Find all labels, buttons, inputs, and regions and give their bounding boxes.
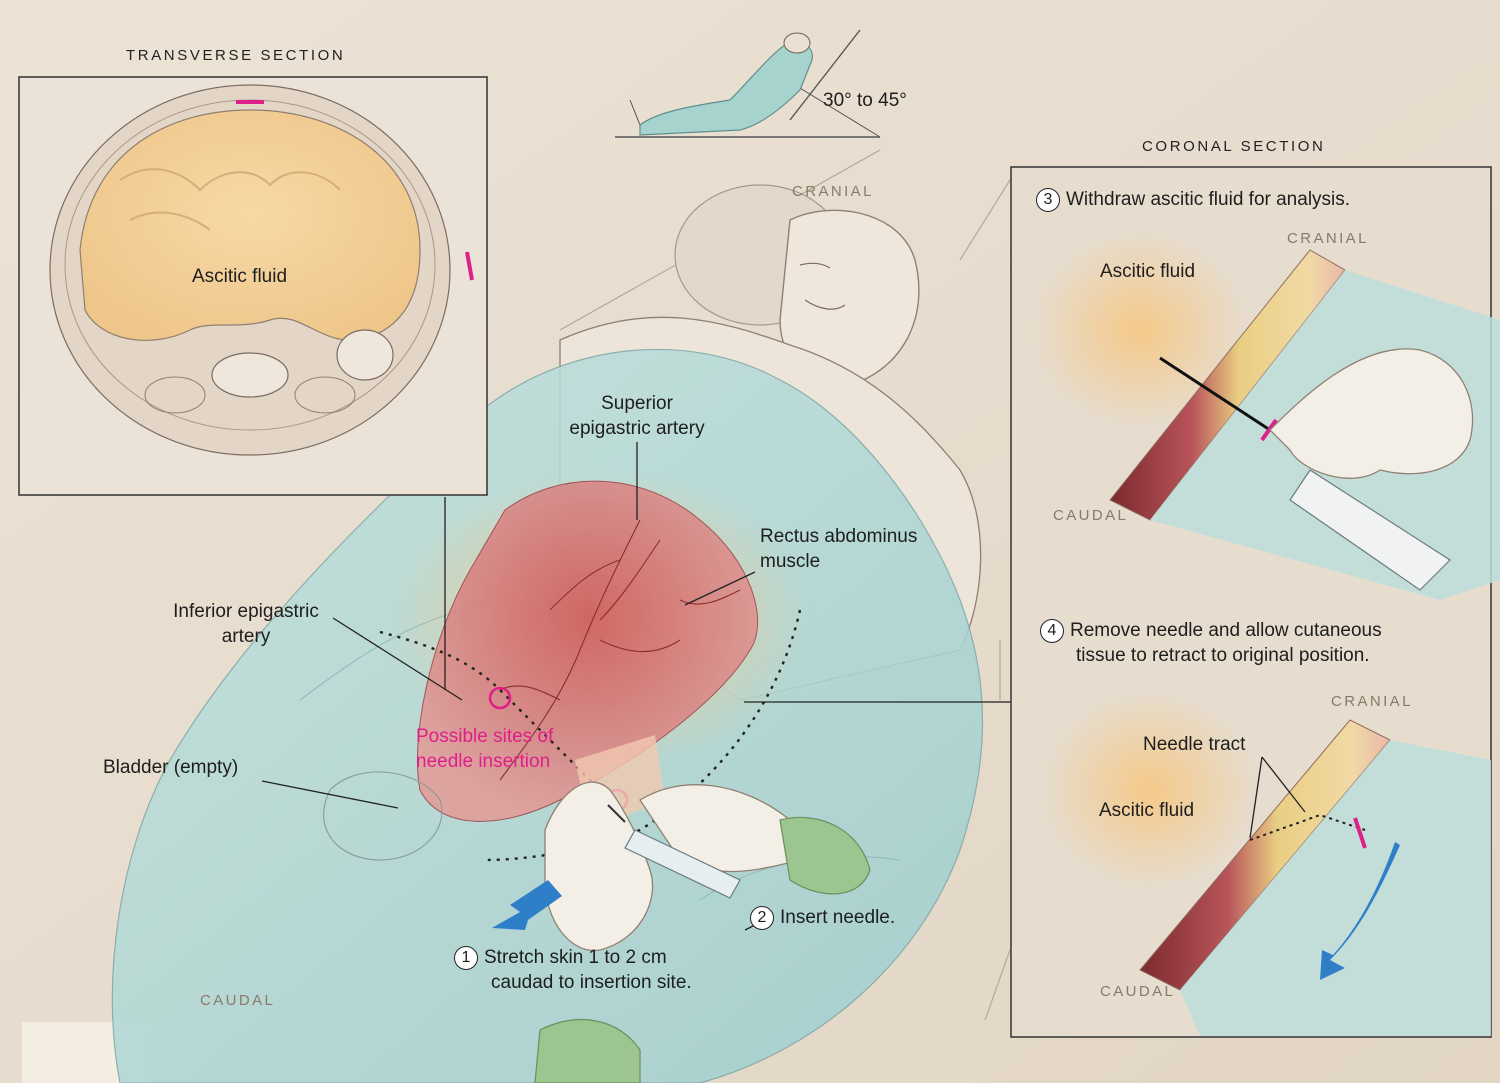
main-leader-lines	[261, 442, 1012, 931]
coronal-section-panel	[1010, 166, 1500, 1038]
rectus-line2: muscle	[760, 551, 821, 572]
coronal-ascitic-bottom: Ascitic fluid	[1099, 800, 1195, 821]
step-3-text: Withdraw ascitic fluid for analysis.	[1066, 189, 1351, 210]
superior-line1: Superior	[601, 393, 673, 414]
main-caudal-label: CAUDAL	[200, 992, 276, 1009]
epigastric-vessels	[499, 519, 741, 781]
coronal-caudal-top: CAUDAL	[1053, 507, 1129, 524]
left-sleeve	[534, 1019, 641, 1083]
stretch-skin-arrow	[492, 880, 562, 930]
superior-line2: epigastric artery	[569, 418, 705, 439]
step-1-number: 1	[454, 945, 478, 970]
inferior-line2: artery	[221, 626, 271, 647]
step-4-line2: tissue to retract to original position.	[1076, 645, 1370, 666]
position-angle-label: 30° to 45°	[823, 90, 907, 111]
coronal-ascitic-top: Ascitic fluid	[1100, 261, 1196, 282]
step-1: 1 Stretch skin 1 to 2 cm caudad to insert…	[454, 945, 692, 995]
coronal-section-title: CORONAL SECTION	[1142, 138, 1326, 155]
syringe	[607, 804, 741, 899]
insertion-site-upper	[488, 686, 512, 710]
right-sleeve	[779, 816, 871, 895]
transverse-ascitic-fluid-label: Ascitic fluid	[192, 266, 288, 287]
step-1-line2: caudad to insertion site.	[491, 972, 692, 993]
step-2-text: Insert needle.	[780, 907, 896, 928]
inferior-line1: Inferior epigastric	[173, 601, 319, 622]
rectus-abdominus-label: Rectus abdominus muscle	[760, 524, 917, 574]
bladder	[323, 771, 443, 861]
needle-tract-label: Needle tract	[1143, 734, 1246, 755]
step-2: 2 Insert needle.	[750, 905, 895, 930]
coronal-caudal-bottom: CAUDAL	[1100, 983, 1176, 1000]
step-4-number: 4	[1040, 618, 1064, 643]
position-figure	[615, 29, 881, 138]
step-4: 4 Remove needle and allow cutaneous tissu…	[1040, 618, 1382, 668]
rectus-abdominus-muscle	[416, 480, 759, 822]
coronal-cranial-bottom: CRANIAL	[1331, 693, 1413, 710]
step-3-number: 3	[1036, 187, 1060, 212]
step-3: 3 Withdraw ascitic fluid for analysis.	[1036, 187, 1350, 212]
bladder-label: Bladder (empty)	[103, 757, 239, 778]
inferior-epigastric-artery-label: Inferior epigastric artery	[160, 599, 332, 649]
coronal-cranial-top: CRANIAL	[1287, 230, 1369, 247]
step-1-line1: Stretch skin 1 to 2 cm	[484, 947, 667, 968]
step-2-number: 2	[750, 905, 774, 930]
transverse-section-panel	[18, 76, 488, 496]
left-gloved-hand	[544, 781, 654, 952]
possible-sites-label: Possible sites of needle insertion	[416, 724, 553, 774]
left-insertion-arc	[379, 630, 601, 791]
main-cranial-label: CRANIAL	[792, 183, 874, 200]
possible-line1: Possible sites of	[416, 726, 554, 747]
superior-epigastric-artery-label: Superior epigastric artery	[550, 391, 724, 441]
rectus-line1: Rectus abdominus	[760, 526, 918, 547]
step-4-line1: Remove needle and allow cutaneous	[1070, 620, 1382, 641]
transverse-section-title: TRANSVERSE SECTION	[126, 47, 346, 64]
possible-line2: needle insertion	[416, 751, 551, 772]
